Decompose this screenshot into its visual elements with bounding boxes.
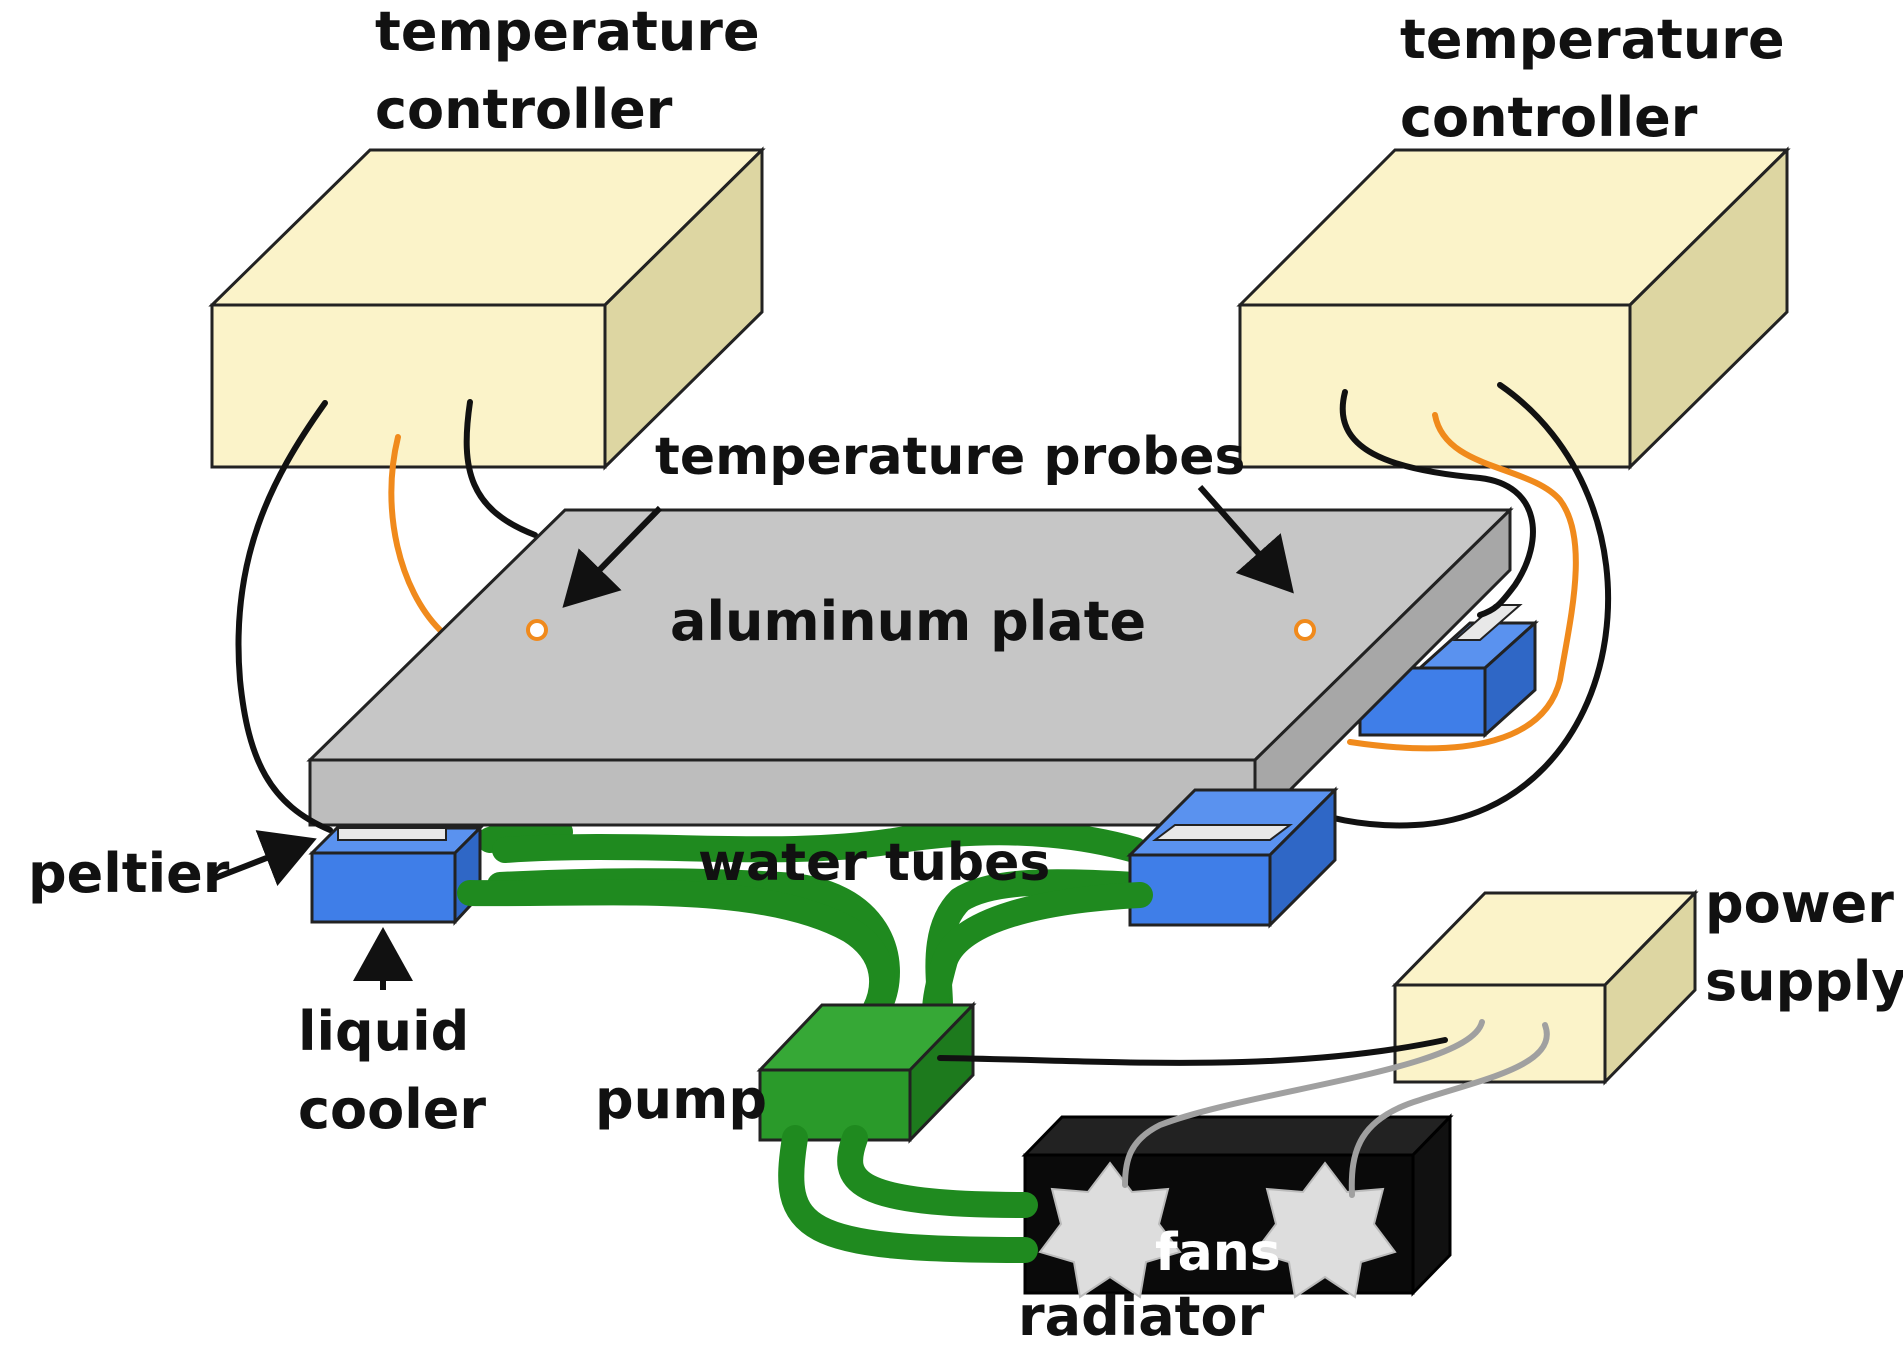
left-controller-label-line2: controller	[375, 78, 673, 141]
left-fan-icon	[1038, 1161, 1182, 1299]
left-temperature-probe	[526, 619, 548, 641]
right-fan-icon	[1253, 1161, 1397, 1299]
left-temperature-controller-box	[208, 146, 766, 471]
liquid-cooler-label-line1: liquid	[298, 1000, 469, 1063]
power-supply-label-line2: supply	[1705, 950, 1903, 1013]
radiator-tubes	[778, 1125, 1038, 1263]
radiator-label: radiator	[1018, 1285, 1265, 1348]
water-tubes-label: water tubes	[698, 833, 1050, 893]
left-controller-label-line1: temperature	[375, 0, 760, 63]
left-probe-wire	[388, 434, 443, 633]
pump-power-wire	[937, 1037, 1448, 1066]
right-controller-label-line2: controller	[1400, 86, 1698, 149]
left-black-wire-long	[235, 400, 333, 833]
front-left-cooler-block	[308, 824, 484, 926]
liquid-cooler-label-line2: cooler	[298, 1078, 486, 1141]
front-right-cooler-block	[1126, 786, 1339, 929]
right-controller-label-line1: temperature	[1400, 8, 1785, 71]
power-supply-label-line1: power	[1705, 872, 1894, 935]
probe-arrow-right	[1197, 485, 1294, 594]
power-supply-box	[1391, 889, 1699, 1086]
right-temperature-probe	[1294, 619, 1316, 641]
pump-label: pump	[595, 1068, 767, 1131]
temperature-probes-label: temperature probes	[655, 427, 1245, 487]
fan-wire-1	[1122, 1019, 1485, 1188]
left-black-wire-short	[463, 399, 538, 538]
right-temperature-controller-box	[1236, 146, 1791, 471]
aluminum-plate	[306, 506, 1514, 829]
right-black-wire-long	[1295, 382, 1611, 829]
peltier-arrow	[208, 830, 317, 887]
pump-box	[756, 1001, 977, 1144]
peltier-label: peltier	[28, 842, 230, 905]
right-black-wire-short	[1339, 389, 1536, 618]
fans-label: fans	[1155, 1223, 1281, 1283]
probe-arrow-left	[562, 505, 663, 608]
fan-wire-2	[1348, 1022, 1550, 1198]
right-probe-wire	[1347, 412, 1579, 752]
left-peltier	[337, 827, 447, 841]
aluminum-plate-label: aluminum plate	[670, 590, 1146, 653]
